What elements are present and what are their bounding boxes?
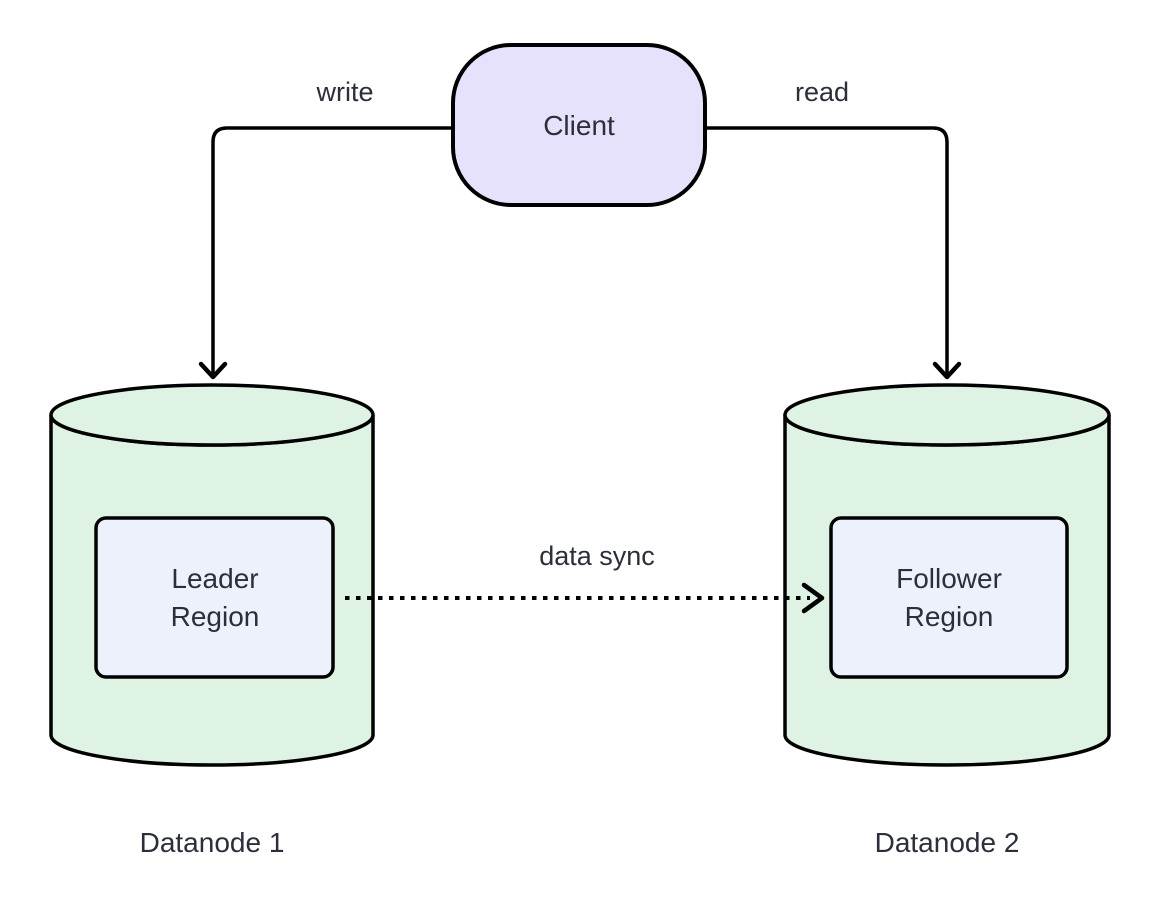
read-edge-label: read [794,76,850,107]
data-sync-edge [345,582,825,614]
data-sync-arrowhead-icon [801,582,825,614]
datanode2-caption: Datanode 2 [874,827,1020,859]
follower-region-box [829,516,1069,679]
write-edge-line [211,126,455,374]
read-edge-line [705,126,949,374]
leader-region-label: Leader Region [170,563,260,632]
leader-region-box [94,516,335,679]
data-sync-edge-label: data sync [539,540,655,571]
client-node-label: Client [543,110,615,142]
write-edge [198,126,455,380]
write-edge-label: write [316,76,374,107]
follower-region-label: Follower Region [896,563,1002,632]
write-arrowhead-icon [198,361,228,380]
datanode1-caption: Datanode 1 [139,827,285,859]
datanode2-cylinder-top [783,383,1111,447]
read-arrowhead-icon [932,361,962,380]
read-edge [705,126,962,380]
datanode1-cylinder-top [49,383,375,447]
client-node [451,43,707,207]
